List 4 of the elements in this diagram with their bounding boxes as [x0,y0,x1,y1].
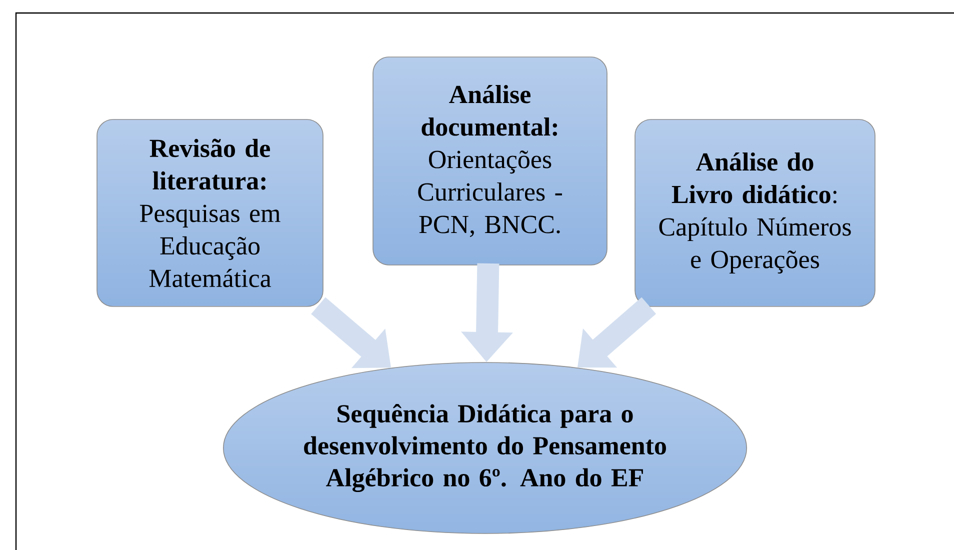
process-box: Revisão de literatura: Pesquisas em Educação Matemática [96,119,324,307]
process-box: Análise documental: Orientações Curriculares - PCN, BNCC. [372,56,608,266]
ellipse-node: Sequência Didática para o desenvolvimento do Pensamento Algébrico no 6º. Ano do EF [222,362,748,534]
process-box: Análise do Livro didático: Capítulo Números e Operações [634,119,876,307]
